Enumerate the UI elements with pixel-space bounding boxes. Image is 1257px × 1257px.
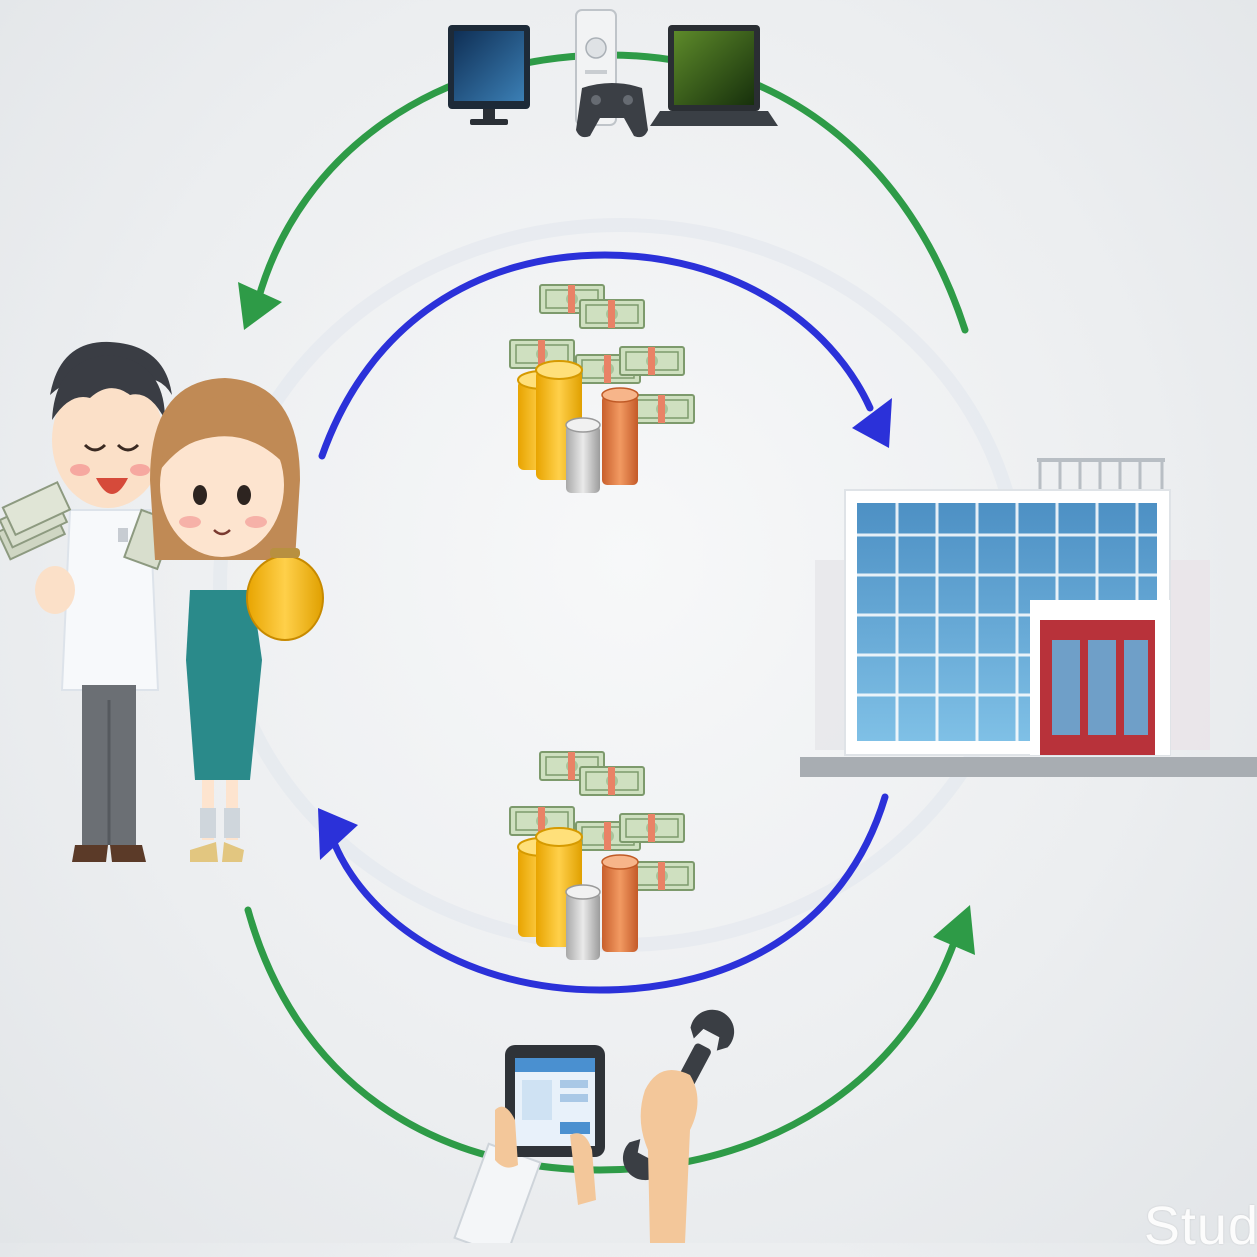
money-flow-arrow-top bbox=[318, 251, 892, 460]
watermark-text: Study bbox=[1143, 1196, 1257, 1256]
woman-figure bbox=[150, 378, 324, 862]
goods-flow-arrow-bottom bbox=[244, 905, 975, 1174]
money-flow-arrow-bottom bbox=[318, 793, 889, 994]
money-stack-icon bbox=[509, 284, 695, 493]
couple-with-money-icon bbox=[0, 341, 324, 862]
office-building-icon bbox=[800, 458, 1257, 777]
money-stack-icon bbox=[509, 751, 695, 960]
man-figure bbox=[0, 341, 176, 862]
study-watermark: Study bbox=[1144, 1195, 1257, 1257]
electronics-goods-icon bbox=[448, 9, 778, 138]
tablet-and-wrench-icon bbox=[453, 1009, 735, 1243]
